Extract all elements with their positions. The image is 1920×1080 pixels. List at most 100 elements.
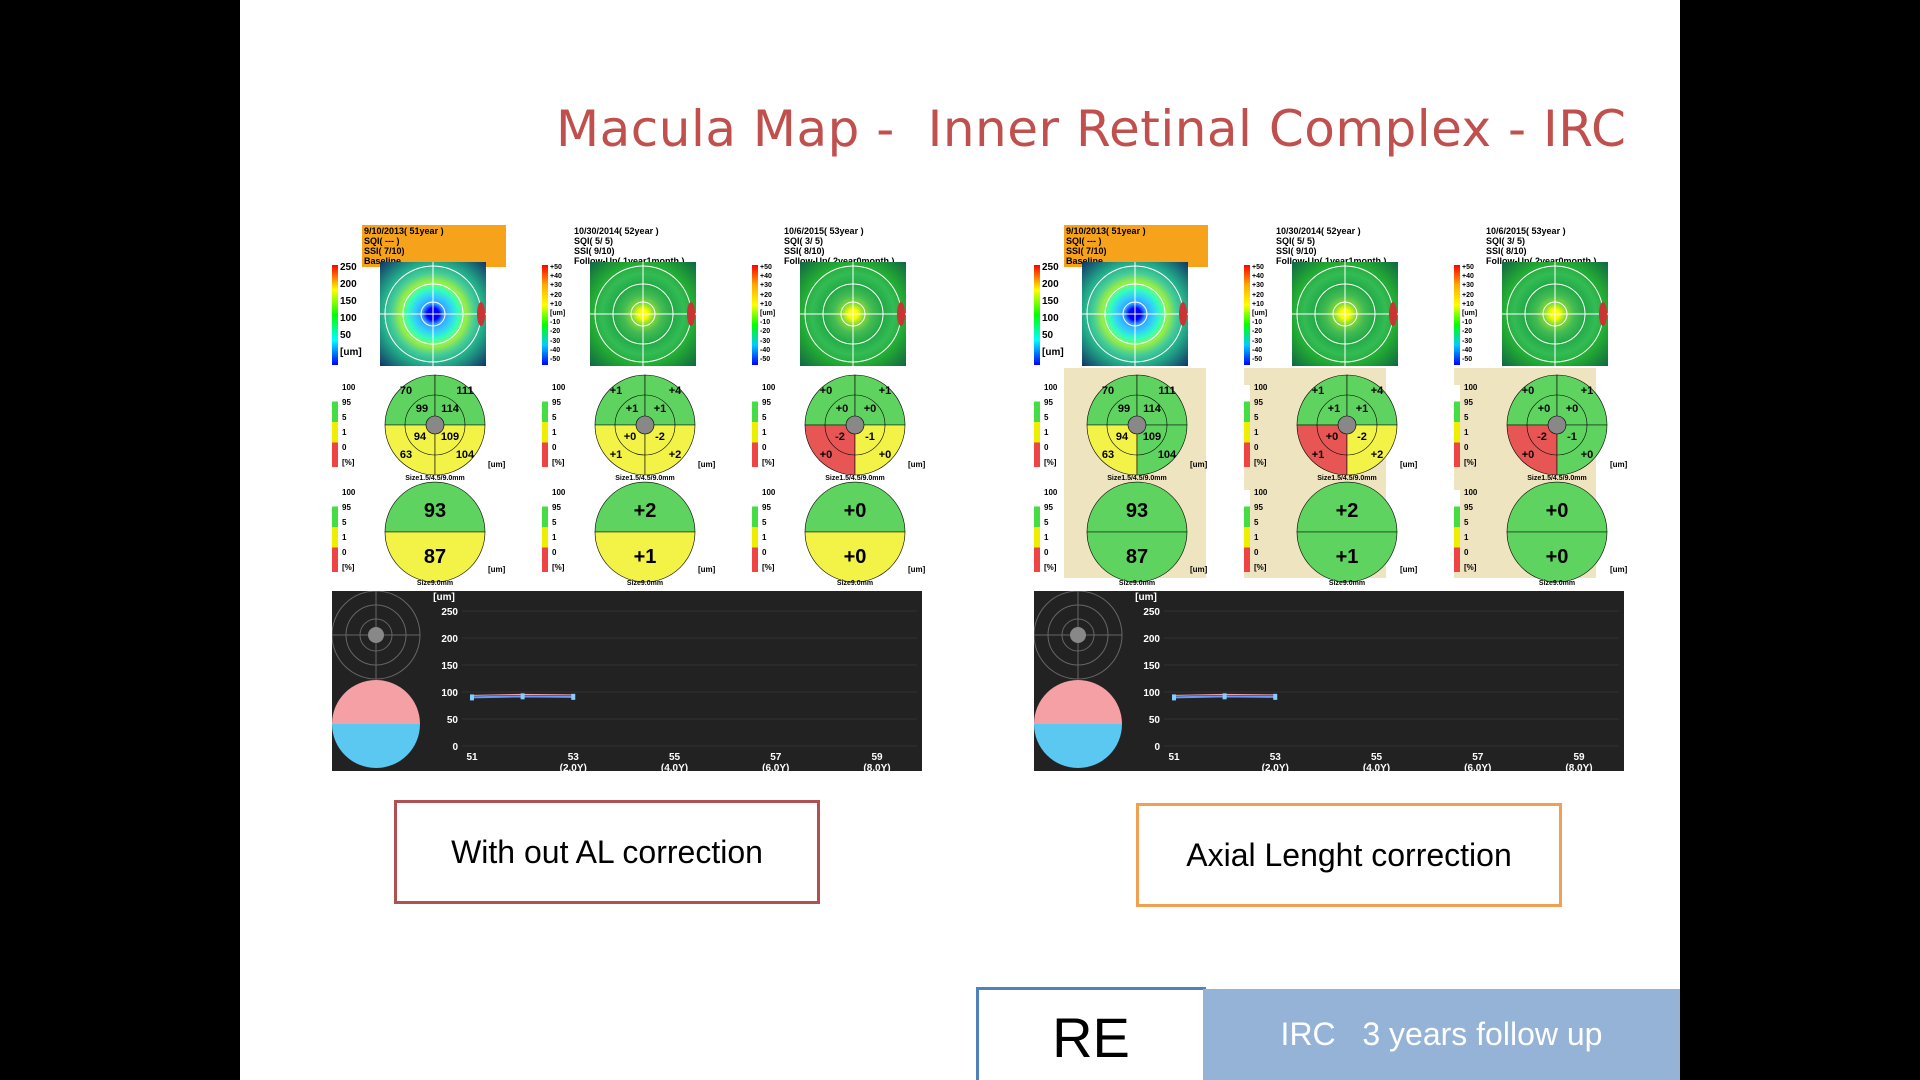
inferior-half — [1296, 531, 1398, 583]
visit-header-line3: SSI( 8/10) — [784, 246, 825, 256]
units-label: [um] — [1400, 565, 1418, 574]
significance-tick: 100 — [1464, 383, 1478, 392]
colorbar-tick: -30 — [550, 337, 561, 345]
visit-header-line4: Follow-Up( 2year0month ) — [784, 256, 895, 266]
size-label: Size1.5/4.5/9.0mm — [1527, 475, 1587, 482]
significance-tick: 95 — [342, 503, 351, 512]
significance-tick: 95 — [1254, 503, 1263, 512]
quadrant-bottom-right — [854, 424, 906, 476]
colorbar-tick: -50 — [550, 355, 561, 363]
outer-top-left-value: 70 — [1102, 385, 1114, 397]
quadrant-bottom-right — [1136, 424, 1188, 476]
colorbar-tick: +20 — [760, 291, 772, 299]
significance-tick: 0 — [1254, 548, 1259, 557]
hemisphere-chart: +2+1 — [590, 477, 700, 592]
colorbar-tick: -40 — [550, 346, 561, 354]
significance-tick: [%] — [552, 563, 565, 572]
inferior-value: +0 — [1546, 546, 1569, 568]
inner-right-value: 114 — [1143, 403, 1162, 415]
y-tick-label: 150 — [441, 661, 458, 672]
y-tick-label: 0 — [1154, 742, 1160, 753]
x-tick-sublabel: (6.0Y) — [1464, 763, 1491, 771]
superior-half — [594, 481, 696, 533]
colorbar-ticks: +50+40+30+20+10[um]-10-20-30-40-50 — [550, 263, 565, 364]
superior-value: +0 — [844, 500, 867, 522]
superior-half — [1086, 481, 1188, 533]
quadrant-bottom-left — [1296, 424, 1348, 476]
superior-value: 93 — [1126, 500, 1148, 522]
significance-tick: 0 — [342, 548, 347, 557]
hemi-icon-inferior — [332, 724, 420, 768]
significance-bar — [1034, 490, 1040, 572]
hemisphere-chart: +0+0 — [1502, 477, 1612, 592]
visit-header-line3: SSI( 7/10) — [1066, 246, 1107, 256]
colorbar-tick: +30 — [760, 282, 772, 290]
fovea-center — [845, 415, 865, 435]
colorbar-tick: +50 — [760, 264, 772, 271]
quadrant-top-left — [804, 374, 856, 426]
colorbar-tick: 200 — [340, 279, 357, 290]
colorbar-tick: 100 — [1042, 313, 1059, 324]
significance-tick: 0 — [1254, 443, 1259, 452]
colorbar-tick: +20 — [550, 291, 562, 299]
inner-bottom-value: -1 — [1567, 431, 1577, 443]
trend-point — [571, 693, 576, 700]
significance-tick: [%] — [1254, 458, 1267, 467]
colorbar-tick: 200 — [1042, 279, 1059, 290]
significance-tick: 5 — [1044, 413, 1049, 422]
inner-top-value: +1 — [626, 403, 639, 415]
x-tick-label: 51 — [466, 752, 478, 763]
visit-header-line2: SQI( 5/ 5) — [574, 236, 614, 246]
visit-header: 10/30/2014( 52year )SQI( 5/ 5)SSI( 9/10)… — [1274, 225, 1408, 267]
significance-tick: 5 — [1254, 518, 1259, 527]
size-label: Size1.5/4.5/9.0mm — [615, 475, 675, 482]
significance-bar — [752, 490, 758, 572]
significance-tick: 0 — [342, 443, 347, 452]
size-label: Size1.5/4.5/9.0mm — [1107, 475, 1167, 482]
fovea-center — [1337, 415, 1357, 435]
colorbar-tick: 50 — [1042, 330, 1054, 341]
significance-bar — [332, 490, 338, 572]
significance-tick: [%] — [1464, 563, 1477, 572]
x-tick-sublabel: (2.0Y) — [560, 763, 587, 771]
colorbar-tick: -30 — [760, 337, 771, 345]
outer-top-left-value: 70 — [400, 385, 412, 397]
x-tick-label: 51 — [1168, 752, 1180, 763]
outer-bottom-right-value: 104 — [1158, 449, 1177, 461]
colorbar-tick: [um] — [1042, 347, 1064, 358]
outer-bottom-right-value: +0 — [1581, 449, 1594, 461]
visit-header: 9/10/2013( 51year )SQI( --- )SSI( 7/10)B… — [1064, 225, 1208, 267]
outer-bottom-left-value: +1 — [1312, 449, 1325, 461]
hemisphere-svg: +2+1 — [1296, 481, 1398, 583]
colorbar-tick: -50 — [760, 355, 771, 363]
size-label: Size9.0mm — [1328, 580, 1366, 587]
visit-header-line2: SQI( --- ) — [1066, 236, 1102, 246]
colorbar-tick: +50 — [550, 264, 562, 271]
optic-disc — [477, 302, 485, 326]
thickness-map — [1502, 262, 1608, 366]
thickness-map — [1292, 262, 1398, 366]
significance-tick: 5 — [552, 413, 557, 422]
significance-tick: [%] — [1044, 563, 1057, 572]
optic-disc — [897, 302, 905, 326]
colorbar — [332, 265, 338, 365]
quadrant-top-left — [594, 374, 646, 426]
significance-tick: 95 — [1044, 398, 1053, 407]
significance-tick: 1 — [1044, 428, 1049, 437]
etdrs-svg: +0+1+0+0-2-1+0+0 — [1506, 374, 1608, 476]
etdrs-chart: +1+4+1+1+0-2+1+2 — [1292, 370, 1402, 485]
x-tick-sublabel: (4.0Y) — [1363, 763, 1390, 771]
outer-bottom-left-value: +0 — [820, 449, 833, 461]
quadrant-top-left — [1506, 374, 1558, 426]
colorbar-tick: -30 — [1462, 337, 1473, 345]
outer-bottom-left-value: +0 — [1522, 449, 1535, 461]
quadrant-top-left — [1086, 374, 1138, 426]
